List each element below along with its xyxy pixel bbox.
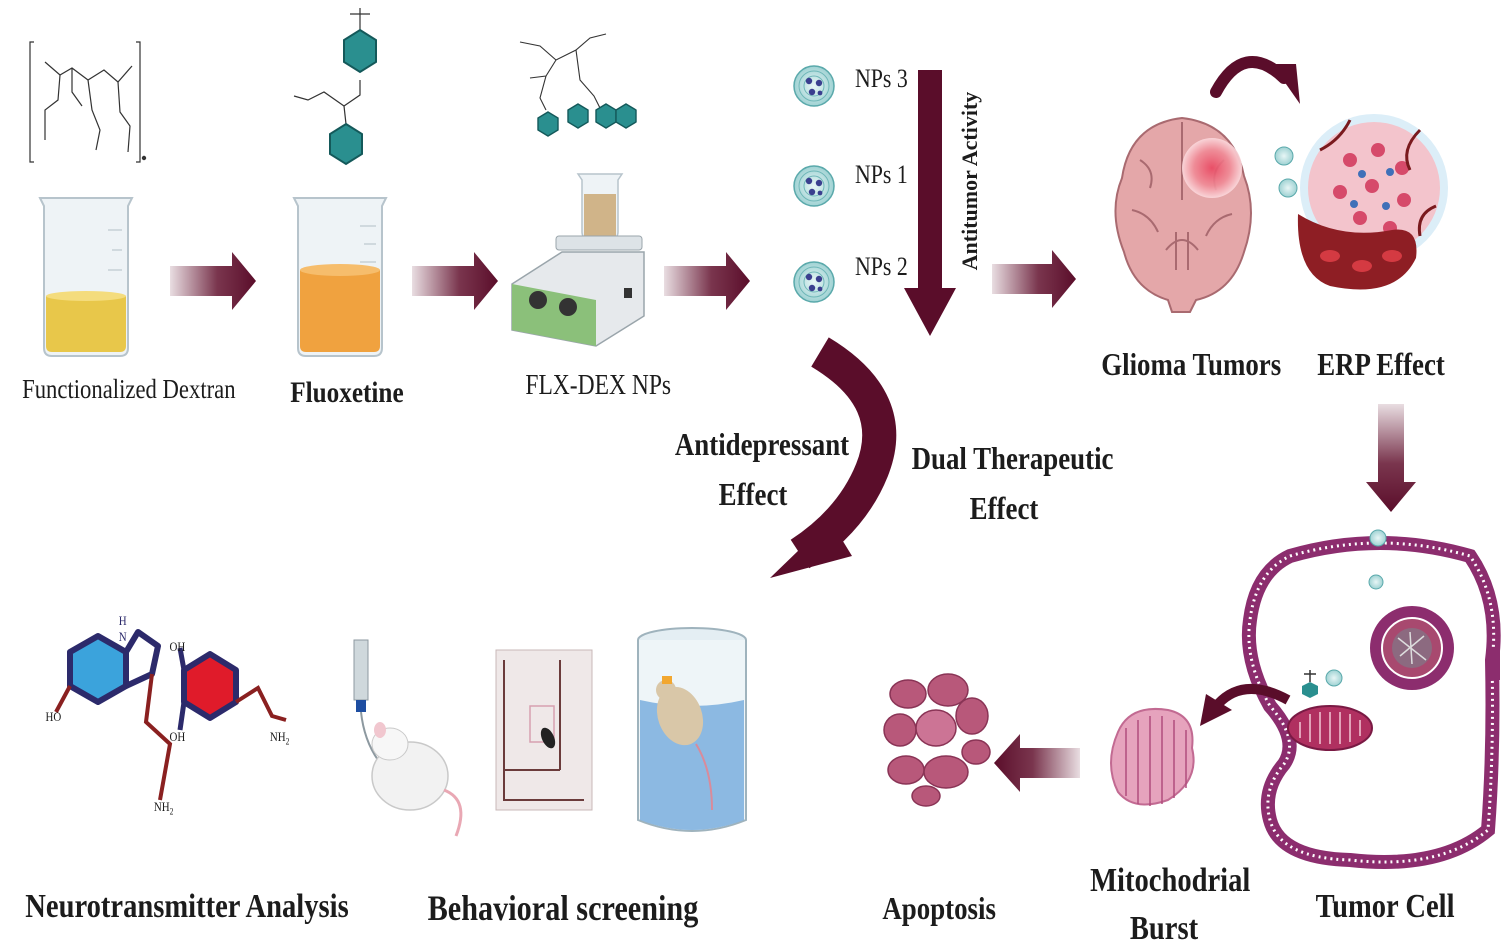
tumor-icon xyxy=(1182,138,1242,198)
label-mitochondrial-line1: Mitochodrial xyxy=(1090,862,1251,899)
water-tank-icon xyxy=(637,627,747,832)
chem-label-main: NH xyxy=(153,799,170,814)
label-functionalized-dextran: Functionalized Dextran xyxy=(22,374,236,404)
maze-icon xyxy=(495,649,593,811)
nanoparticle-icon xyxy=(793,165,835,207)
process-arrow xyxy=(994,734,1080,792)
curved-arrow xyxy=(770,337,897,578)
chem-subscript: 2 xyxy=(285,736,290,747)
erp-tumor-icon xyxy=(1297,114,1448,290)
syringe-icon xyxy=(353,639,379,761)
process-arrow xyxy=(992,250,1076,308)
process-arrow xyxy=(1366,404,1416,512)
label-tumor-cell: Tumor Cell xyxy=(1315,888,1455,925)
chem-subscript: 2 xyxy=(169,806,174,817)
nanoparticle-icon xyxy=(1274,146,1294,166)
flx-dex-structure-icon xyxy=(519,33,637,137)
label-nps3: NPs 3 xyxy=(854,64,908,93)
nanoparticle-icon xyxy=(793,261,835,303)
label-flx-dex-nps: FLX-DEX NPs xyxy=(525,370,672,401)
chem-label: NH2 xyxy=(270,730,290,747)
beaker-icon xyxy=(292,197,388,357)
label-behavioral-screening: Behavioral screening xyxy=(427,888,699,928)
process-arrow xyxy=(170,252,256,310)
chem-label: H xyxy=(118,613,127,628)
label-apoptosis: Apoptosis xyxy=(882,890,996,926)
mitochondria-icon xyxy=(1110,708,1195,806)
chem-label: NH2 xyxy=(154,800,174,817)
antitumor-arrow xyxy=(904,70,956,336)
chem-label: OH xyxy=(169,639,186,654)
label-antidepressant-line2: Effect xyxy=(718,476,788,512)
dopamine-molecule-icon xyxy=(177,647,287,731)
label-fluoxetine: Fluoxetine xyxy=(290,376,404,409)
cell-icon xyxy=(1241,529,1501,869)
chem-label: HO xyxy=(45,709,62,724)
hotplate-stirrer-icon xyxy=(511,173,645,347)
label-nps2: NPs 2 xyxy=(854,252,908,281)
process-arrow xyxy=(412,252,498,310)
curved-arrow xyxy=(1210,56,1300,104)
beaker-icon xyxy=(38,197,134,357)
rat-icon xyxy=(371,722,463,837)
label-neurotransmitter-analysis: Neurotransmitter Analysis xyxy=(25,888,349,925)
nanoparticle-icon xyxy=(793,65,835,107)
brain-icon xyxy=(1114,116,1252,313)
apoptotic-cell-icon xyxy=(883,673,991,807)
nanoparticle-icon xyxy=(1278,178,1298,198)
label-antitumor-activity: Antitumor Activity xyxy=(957,91,982,271)
curved-arrow xyxy=(1200,684,1291,726)
label-mitochondrial-line2: Burst xyxy=(1129,910,1199,947)
process-arrow xyxy=(664,252,750,310)
chem-label: OH xyxy=(169,729,186,744)
label-erp-effect: ERP Effect xyxy=(1317,346,1445,382)
serotonin-molecule-icon xyxy=(54,629,173,801)
label-glioma-tumors: Glioma Tumors xyxy=(1101,346,1282,382)
chem-label: N xyxy=(118,629,127,644)
label-dual-therapeutic-line1: Dual Therapeutic xyxy=(911,440,1114,476)
label-antidepressant-line1: Antidepressant xyxy=(674,426,850,462)
dextran-structure-icon xyxy=(29,41,147,163)
label-nps1: NPs 1 xyxy=(854,160,908,189)
chem-label-main: NH xyxy=(269,729,286,744)
label-dual-therapeutic-line2: Effect xyxy=(969,490,1039,526)
fluoxetine-structure-icon xyxy=(293,8,377,166)
